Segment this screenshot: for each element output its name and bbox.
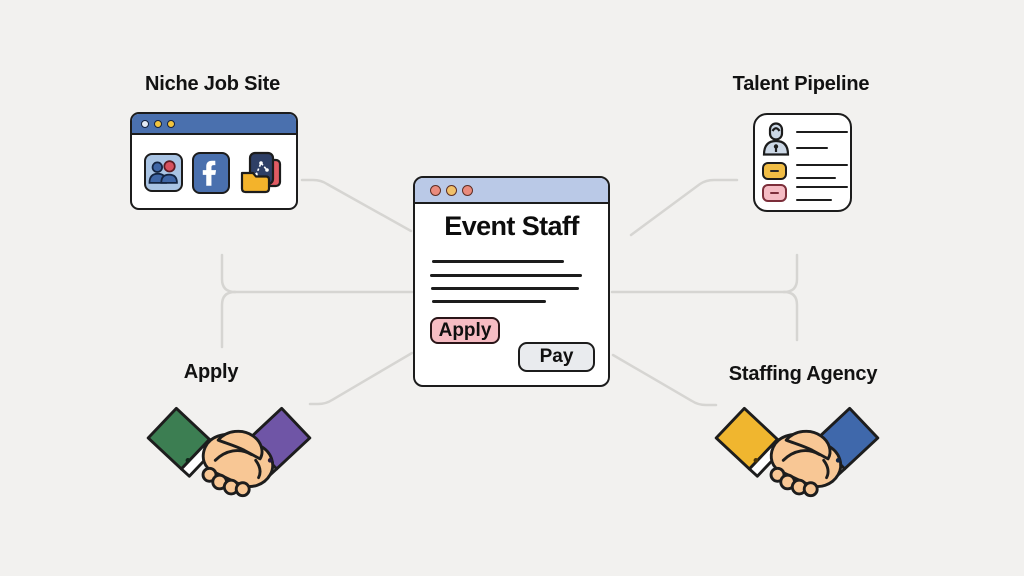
text-line (796, 186, 848, 189)
yellow-tag-icon (762, 162, 787, 180)
event-window-titlebar (415, 178, 608, 204)
pay-button[interactable]: Pay (518, 342, 595, 372)
text-line (430, 274, 582, 277)
window-dot (141, 119, 149, 128)
connector-left-branch-up (220, 253, 237, 294)
apply-button[interactable]: Apply (430, 317, 500, 344)
person-icon (762, 122, 790, 156)
facebook-icon (191, 151, 230, 194)
text-line (796, 131, 848, 134)
connector-event-to-talent (629, 178, 739, 237)
staffing-agency-label: Staffing Agency (728, 363, 878, 385)
window-dot (446, 184, 457, 196)
connector-right-branch-up (782, 253, 799, 294)
text-line (796, 164, 848, 167)
talent-pipeline-card (753, 113, 852, 212)
connector-event-to-staffing (611, 353, 718, 407)
staffing-agency-handshake-icon (714, 406, 880, 498)
window-dot (462, 184, 473, 196)
text-line (432, 260, 564, 263)
window-dot (167, 119, 175, 128)
pink-tag-icon (762, 184, 787, 202)
text-line (796, 147, 828, 150)
text-line (431, 287, 579, 290)
text-line (796, 177, 836, 180)
window-dot (154, 119, 162, 128)
talent-pipeline-label: Talent Pipeline (732, 73, 870, 95)
community-icon (143, 153, 183, 192)
app-stack-icon (239, 151, 285, 195)
niche-window-body (132, 135, 296, 208)
text-line (796, 199, 832, 202)
connector-left-branch-down (220, 290, 237, 349)
connector-right-branch-down (782, 290, 799, 342)
niche-window-titlebar (132, 114, 296, 135)
event-staff-title: Event Staff (444, 211, 579, 241)
connector-event-to-apply (308, 351, 414, 406)
text-line (432, 300, 546, 303)
niche-job-site-label: Niche Job Site (144, 73, 280, 95)
window-dot (430, 184, 441, 196)
niche-job-site-window (130, 112, 298, 210)
apply-label: Apply (183, 361, 239, 383)
connector-niche-to-event (300, 178, 413, 233)
apply-handshake-icon (146, 406, 312, 498)
event-staff-window: Event Staff Apply Pay (413, 176, 610, 387)
